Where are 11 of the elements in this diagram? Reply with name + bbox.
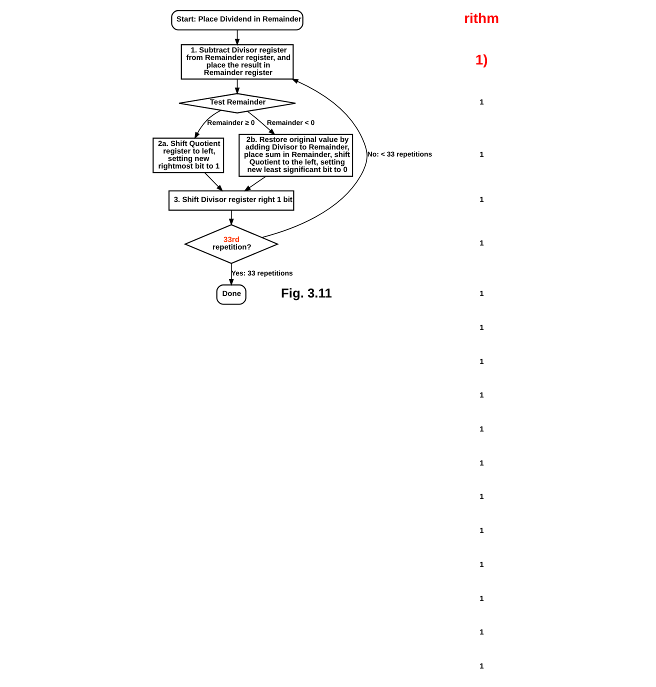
arrow (228, 210, 234, 226)
arrow (194, 110, 221, 140)
arrow (228, 263, 234, 286)
label: Fig. 3.11 (280, 285, 332, 300)
arrow (243, 176, 266, 192)
label: 1) (474, 52, 488, 68)
arrow (234, 30, 240, 46)
arrow (204, 172, 223, 192)
label: rithm (464, 10, 498, 26)
arrow (246, 110, 275, 136)
arrow (260, 78, 367, 238)
